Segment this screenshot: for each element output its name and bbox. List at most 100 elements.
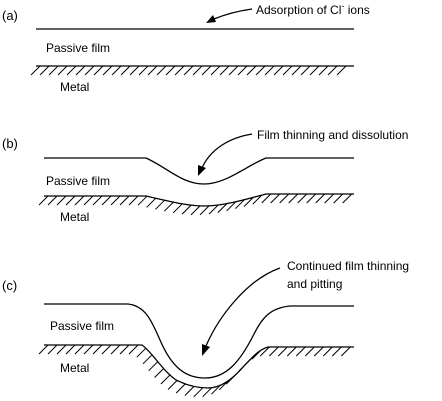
hatch-tick <box>259 346 270 357</box>
hatch-tick <box>297 193 308 204</box>
hatch-tick <box>315 193 326 204</box>
panel-a: (a) Adsorption of Cl- ions Passive film … <box>2 1 370 94</box>
hatch-tick <box>92 344 103 355</box>
panel-a-annotation-main: Adsorption of Cl <box>256 3 341 17</box>
hatch-tick <box>211 384 221 395</box>
hatch-tick <box>30 65 41 76</box>
hatch-tick <box>74 344 85 355</box>
panel-b-metal-surface <box>44 193 354 207</box>
hatch-tick <box>183 65 194 76</box>
panel-b-tag: (b) <box>2 136 18 151</box>
panel-b-arrow-head <box>198 165 206 176</box>
hatch-tick <box>128 344 139 355</box>
panel-c-metal-hatching <box>38 344 351 398</box>
hatch-tick <box>300 65 311 76</box>
hatch-tick <box>92 195 103 206</box>
panel-a-arrow-head <box>206 15 216 23</box>
hatch-tick <box>336 65 347 76</box>
hatch-tick <box>146 197 157 208</box>
hatch-tick <box>255 65 266 76</box>
hatch-tick <box>286 346 297 357</box>
hatch-tick <box>193 387 204 398</box>
hatch-tick <box>190 205 201 216</box>
hatch-tick <box>138 65 149 76</box>
panel-a-metal-label: Metal <box>60 80 89 94</box>
panel-c-metal-surface <box>44 344 354 389</box>
hatch-tick <box>110 195 121 206</box>
panel-c-film-surface <box>44 303 354 379</box>
hatch-tick <box>309 65 320 76</box>
hatch-tick <box>322 346 333 357</box>
hatch-tick <box>74 195 85 206</box>
hatch-tick <box>340 346 351 357</box>
hatch-tick <box>110 344 121 355</box>
hatch-tick <box>324 193 335 204</box>
hatch-tick <box>228 65 239 76</box>
hatch-tick <box>120 65 131 76</box>
hatch-tick <box>251 349 262 360</box>
hatch-tick <box>83 195 94 206</box>
hatch-tick <box>237 65 248 76</box>
hatch-tick <box>333 193 344 204</box>
hatch-tick <box>172 203 183 214</box>
hatch-tick <box>75 65 86 76</box>
hatch-tick <box>174 65 185 76</box>
hatch-tick <box>295 346 306 357</box>
hatch-tick <box>226 201 237 212</box>
panel-b-annotation: Film thinning and dissolution <box>257 128 408 142</box>
hatch-tick <box>235 199 245 210</box>
hatch-tick <box>148 361 159 372</box>
panel-b-metal-hatching <box>38 193 353 216</box>
hatch-tick <box>282 65 293 76</box>
hatch-tick <box>137 195 148 206</box>
hatch-tick <box>65 344 76 355</box>
hatch-tick <box>246 65 257 76</box>
hatch-tick <box>111 65 122 76</box>
panel-a-arrow-line <box>213 8 253 20</box>
hatch-tick <box>288 193 299 204</box>
panel-a-annotation: Adsorption of Cl- ions <box>256 1 370 17</box>
hatch-tick <box>102 65 113 76</box>
hatch-tick <box>155 199 165 210</box>
panel-c-arrow-head <box>202 344 210 356</box>
hatch-tick <box>93 65 104 76</box>
hatch-tick <box>306 193 317 204</box>
hatch-tick <box>136 347 147 358</box>
hatch-tick <box>181 204 192 215</box>
panel-c-metal-label: Metal <box>60 361 89 375</box>
hatch-tick <box>252 194 263 205</box>
hatch-tick <box>84 65 95 76</box>
panel-b-film-label: Passive film <box>46 174 110 188</box>
hatch-tick <box>268 346 279 357</box>
hatch-tick <box>119 195 130 206</box>
panel-b-arrow-line <box>201 133 253 169</box>
hatch-tick <box>154 368 164 378</box>
panel-b-film-surface <box>44 157 354 185</box>
hatch-tick <box>270 193 281 204</box>
hatch-tick <box>47 195 58 206</box>
hatch-tick <box>142 354 153 365</box>
panel-c: (c) Continued film thinning and pitting … <box>2 259 409 398</box>
panel-a-film-label: Passive film <box>46 41 110 55</box>
hatch-tick <box>56 344 67 355</box>
hatch-tick <box>342 193 353 204</box>
hatch-tick <box>291 65 302 76</box>
hatch-tick <box>243 197 254 207</box>
panel-c-annotation-line1: Continued film thinning <box>287 259 409 273</box>
panel-a-annotation-sup: - <box>341 1 344 11</box>
panel-a-tag: (a) <box>2 8 18 23</box>
hatch-tick <box>313 346 324 357</box>
panel-c-annotation-line2: and pitting <box>287 277 342 291</box>
panel-b-metal-label: Metal <box>60 210 89 224</box>
panel-b: (b) Film thinning and dissolution Passiv… <box>2 128 408 224</box>
hatch-tick <box>101 195 112 206</box>
hatch-tick <box>129 65 140 76</box>
hatch-tick <box>101 344 112 355</box>
hatch-tick <box>65 195 76 206</box>
hatch-tick <box>128 195 139 206</box>
hatch-tick <box>56 195 67 206</box>
hatch-tick <box>83 344 94 355</box>
hatch-tick <box>277 346 288 357</box>
hatch-tick <box>167 380 178 390</box>
